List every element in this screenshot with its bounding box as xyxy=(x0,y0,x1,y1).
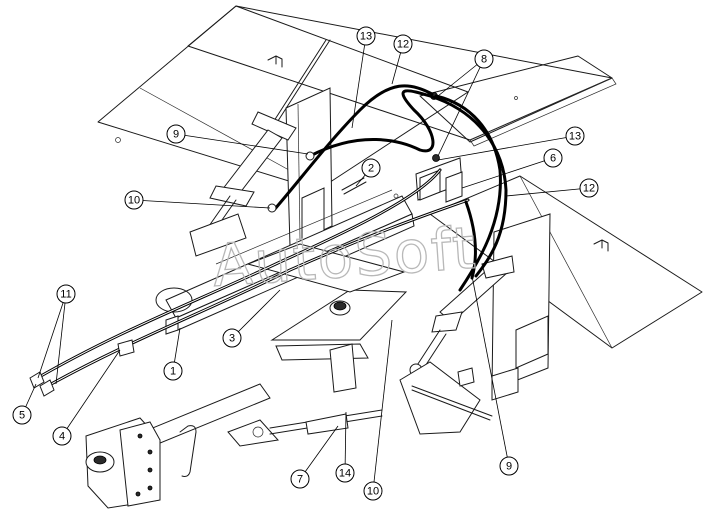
callout-label: 14 xyxy=(339,468,351,480)
callout-14: 14 xyxy=(335,411,355,483)
callout-circle xyxy=(361,158,381,178)
callout-circle xyxy=(579,178,599,198)
callout-leader xyxy=(175,133,309,155)
callout-circle xyxy=(163,361,183,381)
right-lever-assembly xyxy=(399,361,493,435)
callout-label: 3 xyxy=(229,333,235,345)
callout-11: 11 xyxy=(37,284,76,385)
callout-13: 13 xyxy=(437,126,585,161)
callout-13: 13 xyxy=(351,26,376,129)
callout-label: 13 xyxy=(569,131,581,143)
callout-circle xyxy=(52,426,72,446)
hose-fittings xyxy=(29,151,315,397)
callout-label: 7 xyxy=(297,474,303,486)
callout-leader xyxy=(344,411,347,474)
callout-circle xyxy=(565,126,585,146)
callout-leader xyxy=(231,289,281,339)
callout-label: 4 xyxy=(59,431,65,443)
callout-circle xyxy=(393,34,413,54)
callout-circle xyxy=(12,405,32,425)
callout-label: 10 xyxy=(128,195,140,207)
callout-2: 2 xyxy=(355,158,381,187)
callout-9: 9 xyxy=(471,275,519,476)
callout-label: 11 xyxy=(60,289,71,301)
callout-5: 5 xyxy=(12,383,37,425)
callout-label: 5 xyxy=(19,410,25,422)
callout-circle xyxy=(543,148,563,168)
watermark: AutoSoft xyxy=(210,214,479,300)
callout-label: 13 xyxy=(360,31,372,43)
callout-label: 12 xyxy=(583,183,595,195)
callout-leader xyxy=(437,58,485,157)
callout-circle xyxy=(56,284,76,304)
hydraulic-hoses xyxy=(32,84,508,390)
callout-circle xyxy=(124,190,144,210)
hitch-saddle xyxy=(246,243,408,393)
callout-circle xyxy=(499,456,519,476)
callout-circle xyxy=(363,481,383,501)
callout-leader xyxy=(299,425,339,480)
callout-leader xyxy=(351,35,367,129)
callout-leader xyxy=(133,199,271,209)
callout-leader xyxy=(461,157,554,189)
callout-leader xyxy=(37,293,67,379)
callout-label: 9 xyxy=(506,461,512,473)
hook-coupling xyxy=(85,417,197,509)
callout-10: 10 xyxy=(124,190,271,210)
callout-label: 12 xyxy=(397,39,409,51)
callout-circle xyxy=(166,124,186,144)
callout-9: 9 xyxy=(166,124,309,155)
callout-circle xyxy=(290,469,310,489)
callout-label: 8 xyxy=(481,54,487,66)
callout-12: 12 xyxy=(391,34,413,85)
callout-circle xyxy=(335,463,355,483)
callout-label: 9 xyxy=(173,129,179,141)
callout-leader xyxy=(372,319,393,492)
callout-circle xyxy=(474,49,494,69)
callout-4: 4 xyxy=(52,349,121,446)
callout-8: 8 xyxy=(437,49,494,157)
callout-leader xyxy=(505,187,590,197)
callout-10: 10 xyxy=(363,319,393,501)
right-upright-bracket xyxy=(491,213,551,401)
callout-label: 10 xyxy=(367,486,379,498)
callout-12: 12 xyxy=(505,178,599,198)
callout-leader xyxy=(437,135,576,161)
callout-leader xyxy=(471,275,510,467)
callout-leader xyxy=(55,293,67,385)
callout-1: 1 xyxy=(163,327,183,381)
callout-6: 6 xyxy=(461,148,563,189)
callout-leader xyxy=(61,349,121,437)
callout-leader xyxy=(437,58,485,97)
callout-circle xyxy=(356,26,376,46)
callout-circle xyxy=(222,328,242,348)
callout-label: 6 xyxy=(550,153,556,165)
callout-7: 7 xyxy=(290,425,339,489)
callout-3: 3 xyxy=(222,289,281,348)
callout-label: 1 xyxy=(170,366,176,378)
callout-label: 2 xyxy=(368,163,374,175)
